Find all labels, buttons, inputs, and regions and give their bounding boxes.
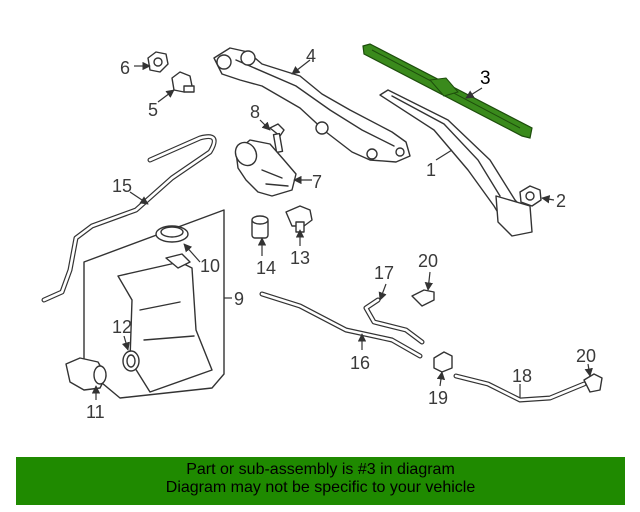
- wiper-arm-part-1[interactable]: [379, 89, 533, 237]
- hose-part-16[interactable]: [259, 291, 423, 359]
- callout-11: 11: [86, 402, 105, 422]
- callout-leaders: [91, 59, 593, 400]
- callout-18: 18: [512, 366, 532, 386]
- callout-1: 1: [426, 160, 436, 180]
- reservoir-cap-part-10[interactable]: [155, 225, 189, 243]
- callout-8: 8: [250, 102, 260, 122]
- callout-9: 9: [234, 289, 244, 309]
- wiper-blade-part-3[interactable]: [362, 43, 533, 139]
- callout-7: 7: [312, 172, 322, 192]
- nozzle-part-20-lower[interactable]: [583, 373, 603, 393]
- callout-15: 15: [112, 176, 132, 196]
- info-banner: Part or sub-assembly is #3 in diagram Di…: [16, 457, 625, 505]
- hose-part-18[interactable]: [453, 373, 587, 403]
- nut-part-2[interactable]: [519, 185, 542, 207]
- nozzle-part-20-upper[interactable]: [411, 289, 435, 307]
- connector-part-19[interactable]: [433, 351, 453, 373]
- bolt-part-5[interactable]: [171, 71, 195, 93]
- callout-20-upper: 20: [418, 251, 438, 271]
- callout-labels: 6 5 4 3 1 2 8 7 15 10 9 12 11 14 13 16 1…: [86, 46, 596, 422]
- banner-line-1: Part or sub-assembly is #3 in diagram: [186, 461, 455, 478]
- wiper-linkage-part-4[interactable]: [213, 47, 411, 163]
- callout-12: 12: [112, 317, 132, 337]
- callout-3: 3: [480, 68, 491, 89]
- callout-20-lower: 20: [576, 346, 596, 366]
- callout-14: 14: [256, 258, 276, 278]
- banner-line-2: Diagram may not be specific to your vehi…: [165, 479, 476, 496]
- callout-4: 4: [306, 46, 316, 66]
- hose-part-17[interactable]: [363, 297, 425, 345]
- bolt-part-8[interactable]: [269, 123, 285, 154]
- callout-6: 6: [120, 58, 130, 78]
- callout-17: 17: [374, 263, 394, 283]
- callout-16: 16: [350, 353, 370, 373]
- washer-reservoir-part-9[interactable]: [83, 209, 225, 399]
- callout-19: 19: [428, 388, 448, 408]
- callout-13: 13: [290, 248, 310, 268]
- filler-neck-part-11[interactable]: [65, 357, 107, 391]
- wiper-motor-part-7[interactable]: [231, 139, 297, 197]
- callout-5: 5: [148, 100, 158, 120]
- seal-part-12[interactable]: [122, 350, 140, 372]
- grommet-part-14[interactable]: [251, 215, 269, 239]
- nut-part-6[interactable]: [147, 51, 169, 73]
- washer-hose-part-15[interactable]: [41, 134, 217, 303]
- callout-2: 2: [556, 191, 566, 211]
- callout-10: 10: [200, 256, 220, 276]
- washer-pump-part-13[interactable]: [285, 205, 313, 233]
